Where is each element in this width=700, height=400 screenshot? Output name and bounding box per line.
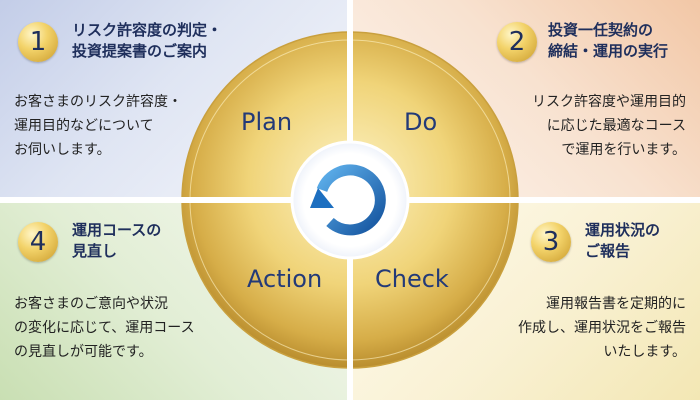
step-1-description: お客さまのリスク許容度・ 運用目的などについて お伺いします。 [14, 90, 182, 162]
step-3-description-line: 作成し、運用状況をご報告 [518, 320, 686, 336]
step-2-description-line: で運用を行います。 [561, 142, 686, 158]
step-4-description-line: の見直しが可能です。 [14, 344, 153, 360]
step-3-title-line: 運用状況の [585, 221, 661, 239]
step-4-description: お客さまのご意向や状況 の変化に応じて、運用コース の見直しが可能です。 [14, 292, 195, 364]
step-1-description-line: お客さまのリスク許容度・ [14, 94, 182, 110]
phase-plan-label: Plan [241, 108, 293, 136]
step-1-title: リスク許容度の判定・ 投資提案書のご案内 [72, 20, 222, 62]
step-3-title-line: ご報告 [585, 242, 631, 260]
step-2-description-line: に応じた最適なコース [546, 118, 686, 134]
step-3-description: 運用報告書を定期的に 作成し、運用状況をご報告 いたします。 [518, 292, 686, 364]
step-4-number-badge: 4 [18, 222, 58, 262]
step-2-description: リスク許容度や運用目的 に応じた最適なコース で運用を行います。 [532, 90, 686, 162]
center-disc [290, 140, 410, 260]
phase-action-label: Action [247, 265, 323, 293]
step-4-title: 運用コースの 見直し [72, 220, 161, 262]
cycle-arrow-icon [310, 164, 386, 236]
step-2-title-line: 締結・運用の実行 [548, 42, 669, 60]
step-2-description-line: リスク許容度や運用目的 [532, 94, 686, 110]
step-2-title-line: 投資一任契約の [548, 21, 654, 39]
step-1-title-line: 投資提案書のご案内 [72, 42, 208, 60]
phase-do-label: Do [404, 108, 438, 136]
step-4-description-line: の変化に応じて、運用コース [14, 320, 195, 336]
step-3-title: 運用状況の ご報告 [585, 220, 660, 262]
step-3-number-badge: 3 [531, 222, 571, 262]
step-4-title-line: 運用コースの [72, 221, 162, 239]
step-4-title-line: 見直し [72, 242, 118, 260]
step-1-title-line: リスク許容度の判定・ [72, 21, 223, 39]
step-2-title: 投資一任契約の 締結・運用の実行 [548, 20, 668, 62]
step-2-number-badge: 2 [497, 22, 537, 62]
step-1-description-line: お伺いします。 [14, 142, 111, 158]
phase-check-label: Check [375, 265, 449, 293]
step-4-description-line: お客さまのご意向や状況 [14, 296, 168, 312]
step-1-number-badge: 1 [18, 22, 58, 62]
step-3-description-line: いたします。 [603, 344, 686, 360]
step-3-description-line: 運用報告書を定期的に [546, 296, 686, 312]
step-1-description-line: 運用目的などについて [14, 118, 154, 134]
